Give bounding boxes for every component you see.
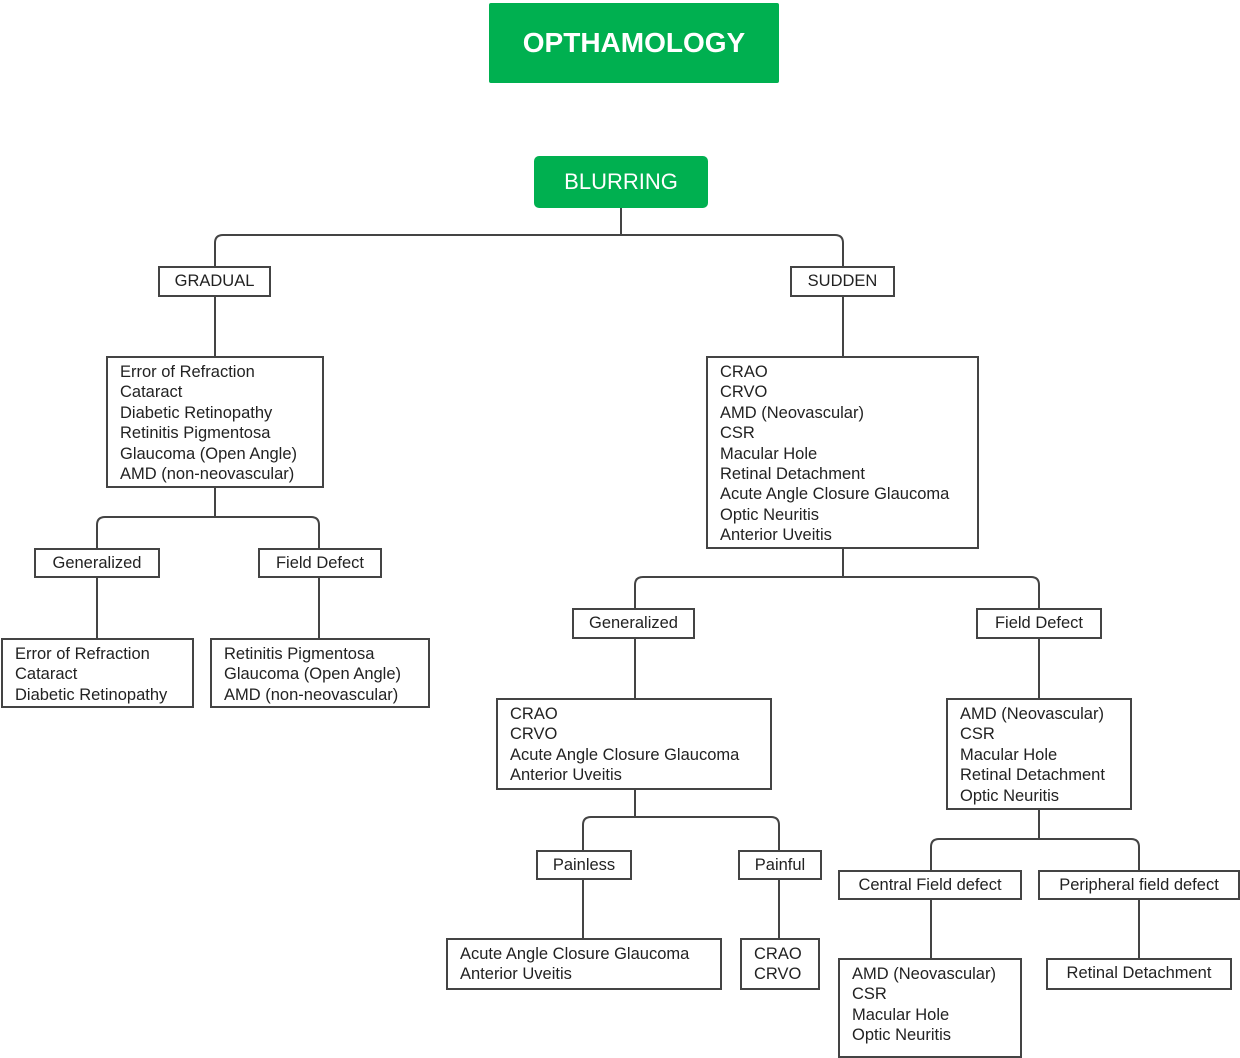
list-item: CSR [852, 985, 887, 1004]
node-sudden-field-defect: Field Defect [976, 608, 1102, 639]
node-gradual-field-defect: Field Defect [258, 548, 382, 578]
peripheral-field-defect-list: Retinal Detachment [1046, 958, 1232, 990]
connector [582, 790, 780, 850]
gradual-conditions-list: Error of Refraction Cataract Diabetic Re… [106, 356, 324, 488]
list-item: Macular Hole [720, 444, 818, 463]
list-item: Acute Angle Closure Glaucoma [510, 745, 740, 764]
central-field-defect-list: AMD (Neovascular) CSR Macular Hole Optic… [838, 958, 1022, 1058]
list-item: Error of Refraction [15, 645, 150, 663]
painful-list: CRAO CRVO [740, 938, 820, 990]
list-item: Acute Angle Closure Glaucoma [460, 945, 690, 963]
gradual-field-defect-list: Retinitis Pigmentosa Glaucoma (Open Angl… [210, 638, 430, 708]
list-item: AMD (Neovascular) [852, 965, 996, 983]
list-item: Glaucoma (Open Angle) [224, 665, 402, 684]
connector [930, 810, 1140, 870]
connector [214, 297, 844, 356]
node-painful: Painful [738, 850, 822, 880]
list-item: Retinitis Pigmentosa [120, 424, 271, 443]
list-item: Diabetic Retinopathy [120, 403, 273, 422]
root-node-blurring: BLURRING [534, 156, 708, 208]
connector [634, 549, 1040, 608]
list-item: Retinitis Pigmentosa [224, 645, 375, 663]
list-item: Optic Neuritis [852, 1026, 952, 1045]
node-gradual-generalized: Generalized [34, 548, 160, 578]
connector [96, 488, 320, 548]
list-item: CSR [720, 424, 755, 443]
list-item: Retinal Detachment [720, 465, 865, 484]
list-item: Acute Angle Closure Glaucoma [720, 485, 950, 504]
list-item: CRAO [510, 705, 558, 723]
list-item: CSR [960, 725, 995, 744]
sudden-field-defect-list: AMD (Neovascular) CSR Macular Hole Retin… [946, 698, 1132, 810]
list-item: AMD (non-neovascular) [224, 685, 399, 704]
list-item: CRVO [720, 383, 768, 402]
list-item: CRAO [720, 363, 768, 381]
connector [582, 880, 780, 938]
connector [214, 208, 844, 266]
painless-list: Acute Angle Closure Glaucoma Anterior Uv… [446, 938, 722, 990]
node-gradual: GRADUAL [158, 266, 271, 297]
page-title: OPTHAMOLOGY [489, 3, 779, 83]
list-item: Macular Hole [852, 1005, 950, 1024]
node-sudden: SUDDEN [790, 266, 895, 297]
list-item: Anterior Uveitis [460, 965, 572, 984]
list-item: AMD (Neovascular) [960, 705, 1104, 723]
list-item: CRVO [510, 725, 558, 744]
list-item: Cataract [15, 665, 78, 684]
node-painless: Painless [536, 850, 632, 880]
list-item: Cataract [120, 383, 183, 402]
sudden-conditions-list: CRAO CRVO AMD (Neovascular) CSR Macular … [706, 356, 979, 549]
list-item: Macular Hole [960, 745, 1058, 764]
connector [930, 900, 1140, 958]
connector [634, 639, 1040, 698]
list-item: Anterior Uveitis [510, 766, 622, 785]
list-item: Error of Refraction [120, 363, 255, 381]
list-item: CRVO [754, 965, 802, 984]
list-item: Optic Neuritis [720, 505, 820, 524]
list-item: Diabetic Retinopathy [15, 685, 168, 704]
list-item: Retinal Detachment [960, 766, 1105, 785]
node-central-field-defect: Central Field defect [838, 870, 1022, 900]
list-item: Glaucoma (Open Angle) [120, 444, 298, 463]
list-item: Optic Neuritis [960, 786, 1060, 805]
list-item: CRAO [754, 945, 802, 963]
node-sudden-generalized: Generalized [572, 608, 695, 639]
sudden-generalized-list: CRAO CRVO Acute Angle Closure Glaucoma A… [496, 698, 772, 790]
list-item: AMD (Neovascular) [720, 403, 864, 422]
node-peripheral-field-defect: Peripheral field defect [1038, 870, 1240, 900]
gradual-generalized-list: Error of Refraction Cataract Diabetic Re… [1, 638, 194, 708]
connector [96, 578, 320, 638]
list-item: Anterior Uveitis [720, 526, 832, 545]
list-item: AMD (non-neovascular) [120, 465, 295, 484]
